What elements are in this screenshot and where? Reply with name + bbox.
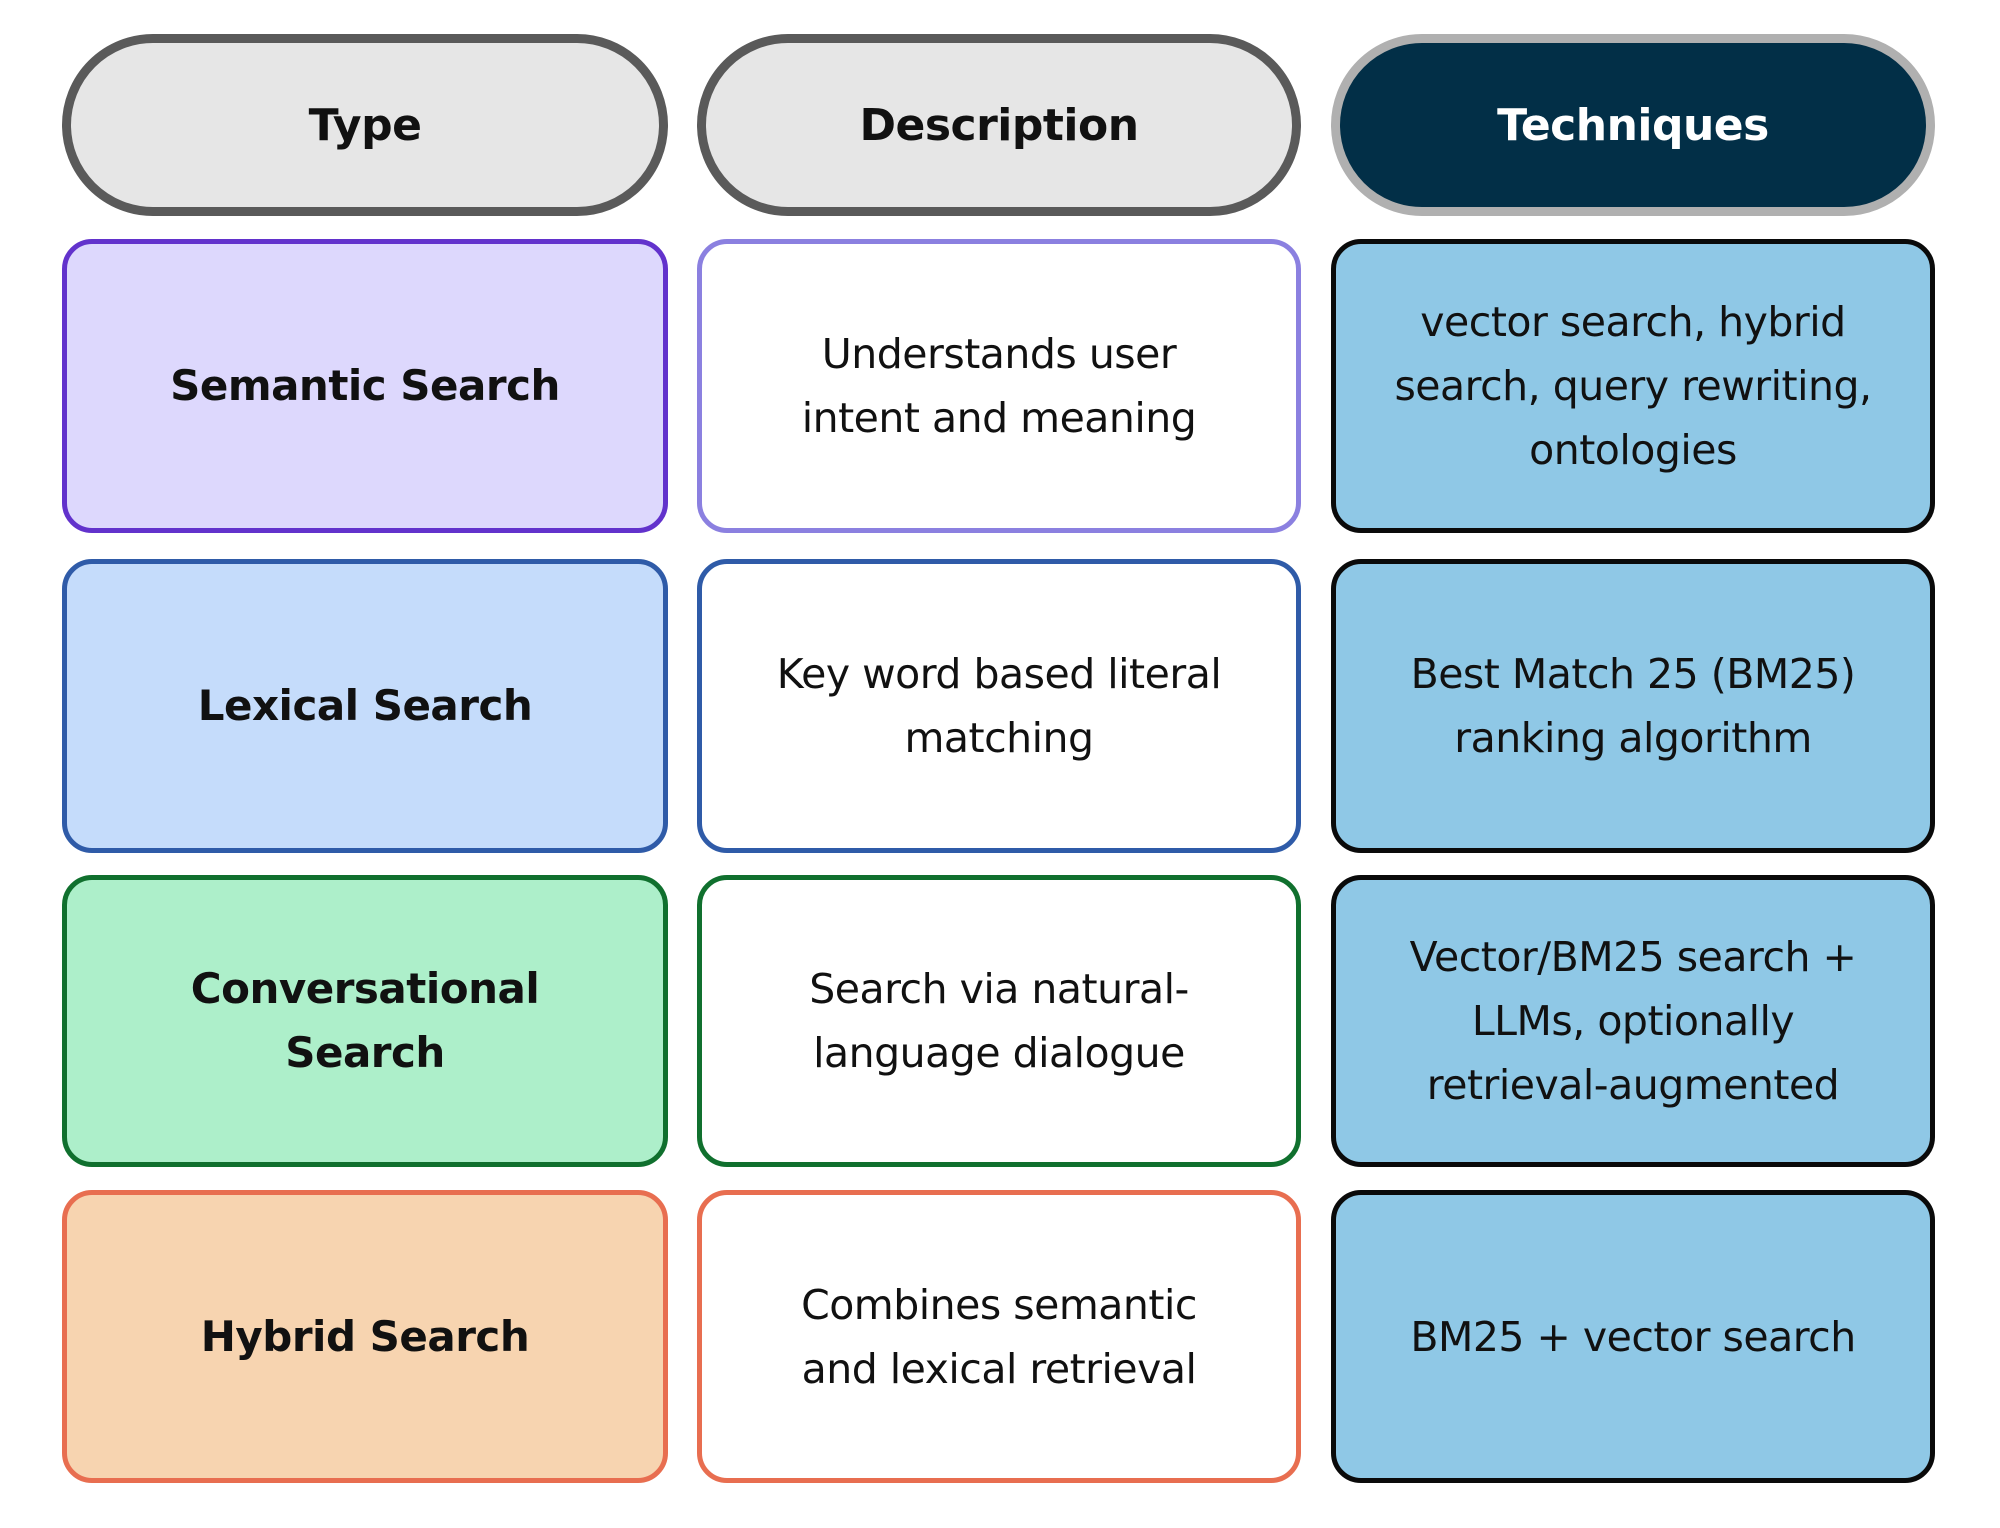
techniques-cell-hybrid: BM25 + vector search bbox=[1331, 1190, 1935, 1483]
description-cell-semantic: Understands user intent and meaning bbox=[697, 239, 1301, 533]
type-cell-semantic: Semantic Search bbox=[62, 239, 668, 533]
header-techniques: Techniques bbox=[1331, 34, 1935, 216]
techniques-text: vector search, hybrid search, query rewr… bbox=[1394, 298, 1872, 474]
header-description: Description bbox=[697, 34, 1301, 216]
type-cell-conversational: Conversational Search bbox=[62, 875, 668, 1167]
techniques-cell-conversational: Vector/BM25 search + LLMs, optionally re… bbox=[1331, 875, 1935, 1167]
description-cell-lexical: Key word based literal matching bbox=[697, 559, 1301, 853]
type-label: Lexical Search bbox=[197, 681, 533, 730]
header-description-label: Description bbox=[859, 99, 1139, 151]
type-cell-hybrid: Hybrid Search bbox=[62, 1190, 668, 1483]
description-text: Search via natural-language dialogue bbox=[809, 965, 1189, 1077]
description-cell-conversational: Search via natural-language dialogue bbox=[697, 875, 1301, 1167]
header-type: Type bbox=[62, 34, 668, 216]
type-label: Conversational Search bbox=[190, 964, 540, 1077]
description-text: Combines semantic and lexical retrieval bbox=[801, 1280, 1197, 1393]
techniques-cell-semantic: vector search, hybrid search, query rewr… bbox=[1331, 239, 1935, 533]
header-techniques-label: Techniques bbox=[1497, 99, 1769, 151]
type-label: Hybrid Search bbox=[200, 1311, 530, 1361]
type-label: Semantic Search bbox=[170, 361, 560, 410]
description-text: Key word based literal matching bbox=[776, 650, 1222, 762]
techniques-text: Vector/BM25 search + LLMs, optionally re… bbox=[1409, 933, 1857, 1109]
header-type-label: Type bbox=[308, 99, 422, 151]
description-text: Understands user intent and meaning bbox=[801, 330, 1197, 442]
type-cell-lexical: Lexical Search bbox=[62, 559, 668, 853]
techniques-text: BM25 + vector search bbox=[1410, 1312, 1856, 1361]
techniques-cell-lexical: Best Match 25 (BM25) ranking algorithm bbox=[1331, 559, 1935, 853]
techniques-text: Best Match 25 (BM25) ranking algorithm bbox=[1410, 650, 1856, 762]
description-cell-hybrid: Combines semantic and lexical retrieval bbox=[697, 1190, 1301, 1483]
